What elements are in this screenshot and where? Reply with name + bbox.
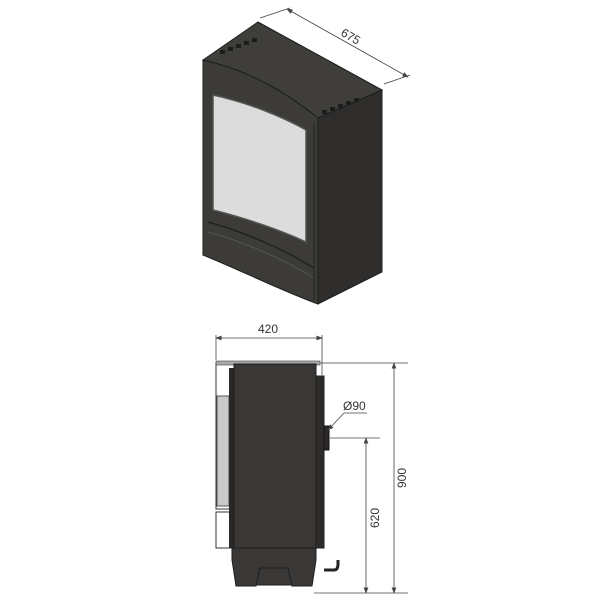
width-dimension-label: 420 — [258, 322, 278, 336]
height-dimension-label: 900 — [395, 468, 409, 488]
side-view: 420 Ø90 900 620 — [215, 322, 409, 594]
depth-dimension-label: 675 — [339, 25, 364, 47]
top-vents-left — [220, 38, 257, 54]
isometric-view: 675 — [201, 7, 411, 305]
flue-height-dimension-label: 620 — [368, 508, 382, 528]
door-glass — [212, 94, 307, 244]
top-vents-right — [322, 98, 359, 114]
flue-diameter-label: Ø90 — [343, 399, 366, 413]
